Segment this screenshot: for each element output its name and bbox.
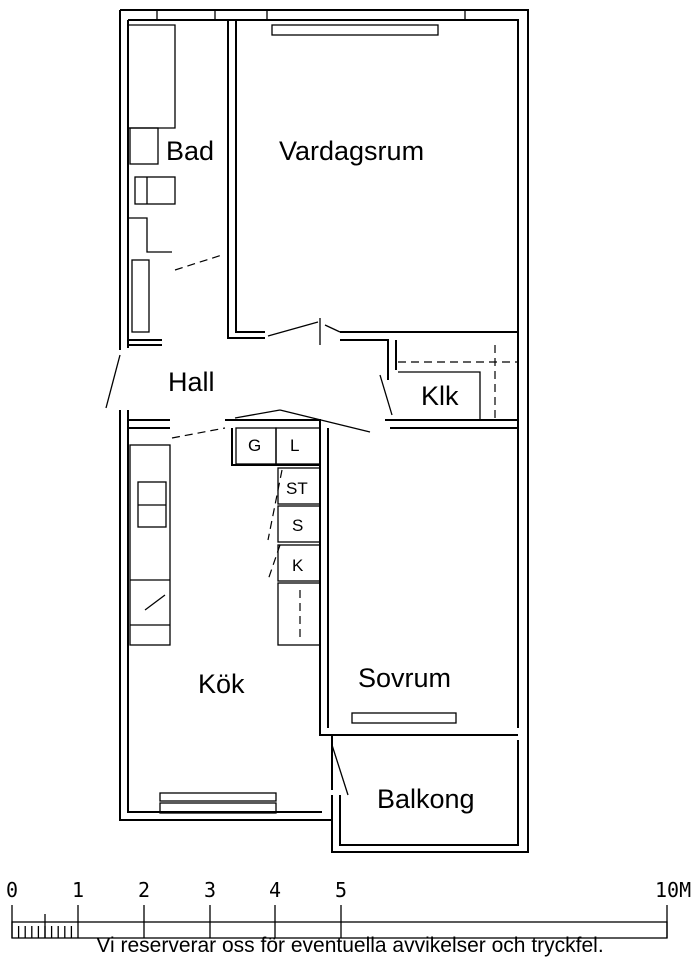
appliance-label-s: S xyxy=(292,516,303,535)
scale-label-3: 3 xyxy=(204,878,216,902)
scale-label-4: 4 xyxy=(269,878,281,902)
room-label-vardagsrum: Vardagsrum xyxy=(279,136,424,166)
appliance-label-g: G xyxy=(248,436,261,455)
room-label-bad: Bad xyxy=(166,136,214,166)
disclaimer-text: Vi reserverar oss för eventuella avvikel… xyxy=(96,934,604,957)
appliance-label-st: ST xyxy=(286,479,308,498)
kitchen-fixtures xyxy=(129,427,321,646)
outer-walls xyxy=(119,9,529,853)
room-label-kok: Kök xyxy=(198,669,245,699)
scale-label-0: 0 xyxy=(6,878,18,902)
bathroom-fixtures xyxy=(128,24,223,333)
interior-walls xyxy=(128,20,518,790)
door-swings xyxy=(105,318,393,796)
scale-bar xyxy=(11,905,668,939)
scale-label-1: 1 xyxy=(72,878,84,902)
scale-label-5: 5 xyxy=(335,878,347,902)
appliance-label-k: K xyxy=(292,556,304,575)
scale-label-2: 2 xyxy=(138,878,150,902)
windows xyxy=(156,9,466,814)
scale-label-10m: 10M xyxy=(655,878,691,902)
room-label-hall: Hall xyxy=(168,367,215,397)
closet-fixtures xyxy=(398,345,518,420)
room-label-sovrum: Sovrum xyxy=(358,663,451,693)
room-label-balkong: Balkong xyxy=(377,784,475,814)
appliance-label-l: L xyxy=(290,436,299,455)
room-label-klk: Klk xyxy=(421,381,459,411)
